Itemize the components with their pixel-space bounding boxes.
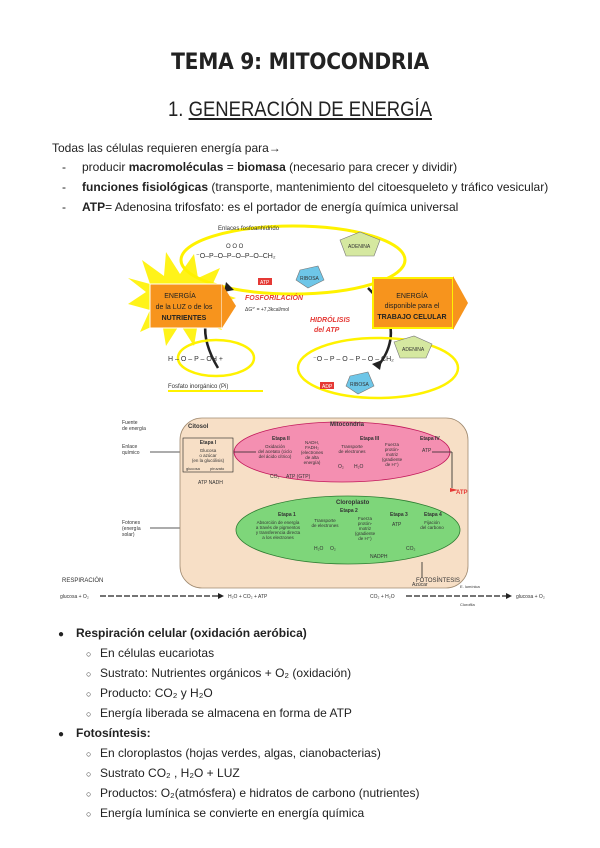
energy-in-line3: NUTRIENTES [162,315,207,322]
energy-out-line1: ENERGÍA [396,291,428,300]
list-item: ○Producto: CO₂ y H₂O [86,686,213,700]
needs-item: -ATP= Adenosina trifosfato: es el portad… [62,200,459,214]
svg-text:CO₂ + H₂O: CO₂ + H₂O [370,594,395,600]
atp-nadh-label: ATP NADH [198,480,223,486]
svg-text:piruvato: piruvato [210,466,225,471]
energy-out-line3: TRABAJO CELULAR [377,314,446,321]
energy-in-line2: de la LUZ o de los [156,304,213,311]
list-item: ○En cloroplastos (hojas verdes, algas, c… [86,746,381,760]
photosynthesis-label: FOTOSÍNTESIS [416,577,460,584]
hydrolysis-line1: HIDRÓLISIS [310,315,350,324]
ribose-label: RIBOSA [300,276,320,282]
section-title: 1. GENERACIÓN DE ENERGÍA [36,98,564,122]
atp-phosphates: ⁻O–P–O–P–O–P–O–CH₂ [196,253,276,260]
list-item: ○Sustrato CO₂ , H₂O + LUZ [86,766,240,780]
bonds-label: Enlaces fosfoanhídrido [218,226,280,232]
svg-text:ADENINA: ADENINA [402,347,425,353]
svg-text:glucosa + O₂: glucosa + O₂ [60,594,89,600]
phosphate-label: Fosfato inorgánico (Pi) [168,384,228,390]
svg-text:Clorofila: Clorofila [460,602,475,607]
svg-text:NADPH: NADPH [370,554,388,560]
section-number: 1. [168,98,184,121]
chloroplast-label: Cloroplasto [336,500,370,506]
adp-formula: ⁻O – P – O – P – O – CH₂ [313,356,394,363]
respiration-heading: ●Respiración celular (oxidación aeróbica… [58,626,307,640]
hydrolysis-line2: del ATP [314,327,340,334]
atp-output-label: ATP [456,490,468,496]
svg-text:E. lumínica: E. lumínica [460,584,481,589]
svg-text:H₂O: H₂O [354,464,364,470]
list-item: ○En células eucariotas [86,646,215,660]
list-item: ○Productos: O₂(atmósfera) e hidratos de … [86,786,420,800]
cytosol-label: Citosol [188,424,209,430]
needs-item: -funciones fisiológicas (transporte, man… [62,180,549,194]
atp-tag: ATP [260,280,270,286]
svg-text:ATP (GTP): ATP (GTP) [286,474,311,480]
svg-text:O₂: O₂ [338,464,344,470]
energy-out-line2: disponible para el [385,303,440,310]
needs-item: -producir macromoléculas = biomasa (nece… [62,160,458,174]
adp-tag: ADP [322,384,333,390]
mitochondria-label: Mitocondria [330,422,365,428]
sugar-label: Azúcar [412,582,428,588]
respiration-label: RESPIRACIÓN [62,577,103,584]
svg-text:ATP: ATP [422,448,432,454]
svg-text:glucosa + O₂: glucosa + O₂ [516,594,545,600]
adenine-label: ADENINA [348,244,371,250]
svg-text:ATP: ATP [392,522,402,528]
svg-text:H₂O + CO₂ + ATP: H₂O + CO₂ + ATP [228,594,268,600]
svg-text:H₂O: H₂O [314,546,324,552]
delta-g-label: ΔG°' = +7,3kcal/mol [245,307,289,313]
svg-text:Etapa 1: Etapa 1 [278,512,296,518]
svg-text:Etapa IV: Etapa IV [420,436,440,442]
svg-text:Etapa II: Etapa II [272,436,290,442]
section-text: GENERACIÓN DE ENERGÍA [188,98,432,121]
svg-text:Etapa 3: Etapa 3 [390,512,408,518]
atp-cycle-figure: Enlaces fosfoanhídrido ⁻O–P–O–P–O–P–O–CH… [128,224,468,400]
svg-text:O₂: O₂ [330,546,336,552]
phosphate-formula: H – O – P – OH + [168,356,223,363]
svg-text:CO₂: CO₂ [270,474,280,480]
photosynthesis-heading: ●Fotosíntesis: [58,726,151,740]
list-item: ○Sustrato: Nutrientes orgánicos + O₂ (ox… [86,666,352,680]
svg-text:Etapa 2: Etapa 2 [340,508,358,514]
svg-text:RIBOSA: RIBOSA [350,382,370,388]
stage1-title: Etapa I [200,440,217,446]
page-title: TEMA 9: MITOCONDRIA [171,50,429,75]
svg-text:Etapa III: Etapa III [360,436,380,442]
phosphorylation-label: FOSFORILACIÓN [245,293,304,302]
intro-text: Todas las células requieren energía para… [52,141,281,155]
svg-text:O O O: O O O [226,244,244,250]
svg-text:CO₂: CO₂ [406,546,416,552]
svg-text:Etapa 4: Etapa 4 [424,512,442,518]
energy-in-line1: ENERGÍA [164,291,196,300]
list-item: ○Energía liberada se almacena en forma d… [86,706,352,720]
list-item: ○Energía lumínica se convierte en energí… [86,806,365,820]
svg-text:glucosa: glucosa [186,466,201,471]
